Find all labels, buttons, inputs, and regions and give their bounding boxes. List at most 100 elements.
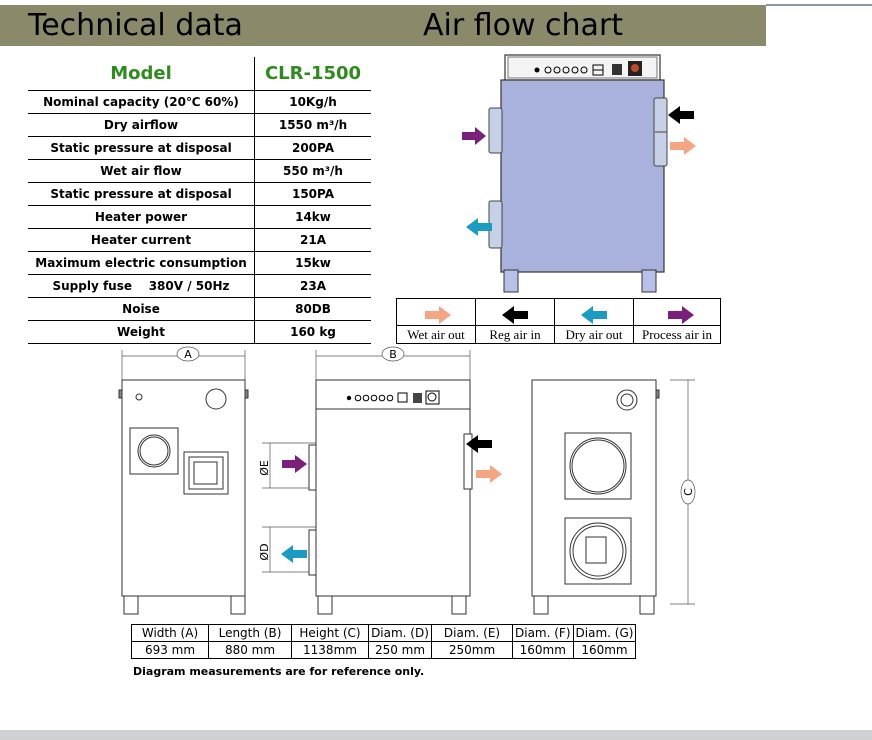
footer-bar	[0, 730, 872, 740]
airflow-legend: Wet air out Reg air in Dry air out Proce…	[396, 298, 721, 344]
dim-value: 160mm	[512, 641, 574, 659]
legend-label: Dry air out	[554, 325, 634, 344]
dim-value: 1138mm	[291, 641, 369, 659]
side-top-cap	[315, 379, 471, 410]
process-air-in-arrow	[462, 127, 486, 145]
spec-value: 200PA	[254, 136, 371, 160]
spec-value: 80DB	[254, 297, 371, 321]
dim-value: 693 mm	[131, 641, 209, 659]
side-reg-port	[463, 433, 473, 490]
spec-table-head: Model CLR-1500	[28, 57, 371, 91]
rear-fan	[616, 389, 638, 411]
spec-row: Nominal capacity (20℃ 60%)10Kg/h	[28, 90, 371, 114]
spec-value: 15kw	[254, 251, 371, 275]
spec-value: 160 kg	[254, 320, 371, 344]
spec-value: 1550 m³/h	[254, 113, 371, 137]
legend-label: Process air in	[633, 325, 721, 344]
dim-value: 160mm	[572, 641, 637, 659]
rear-lower-port	[564, 517, 632, 585]
unit-leg	[641, 269, 657, 293]
spec-value: 550 m³/h	[254, 159, 371, 183]
label-c-bubble	[680, 479, 696, 505]
model-label: Model	[28, 57, 255, 91]
label-d: ØD	[258, 543, 271, 560]
dim-header: Diam. (F)	[512, 624, 574, 642]
side-reg-air-arrow	[466, 435, 492, 453]
spec-label: Heater current	[28, 228, 255, 252]
side-dry-port	[308, 529, 317, 576]
side-body	[315, 408, 471, 597]
dim-header: Diam. (D)	[368, 624, 432, 642]
label-e: ØE	[258, 460, 271, 476]
spec-label: Supply fuse 380V / 50Hz	[28, 274, 255, 298]
reference-note: Diagram measurements are for reference o…	[133, 665, 425, 678]
dim-header: Length (B)	[208, 624, 292, 642]
side-control-panel	[346, 390, 440, 405]
technical-data-heading: Technical data	[0, 5, 380, 46]
label-b-bubble	[381, 346, 405, 362]
spec-label: Maximum electric consumption	[28, 251, 255, 275]
spec-label: Heater power	[28, 205, 255, 229]
front-view-drawing	[118, 379, 249, 615]
spec-label: Noise	[28, 297, 255, 321]
air-flow-chart-heading: Air flow chart	[380, 5, 766, 46]
rear-view-drawing	[531, 379, 660, 615]
dim-header: Height (C)	[291, 624, 369, 642]
spec-label: Nominal capacity (20℃ 60%)	[28, 90, 255, 114]
model-value: CLR-1500	[254, 57, 371, 91]
side-process-port	[308, 444, 317, 491]
spec-value: 21A	[254, 228, 371, 252]
spec-value: 150PA	[254, 182, 371, 206]
unit-body	[500, 79, 665, 273]
label-a: A	[184, 348, 192, 361]
spec-value: 10Kg/h	[254, 90, 371, 114]
side-dry-air-arrow	[281, 545, 307, 563]
dry-air-out-arrow	[466, 218, 492, 236]
dim-value: 250mm	[431, 641, 513, 659]
spec-label: Static pressure at disposal	[28, 136, 255, 160]
dim-value: 880 mm	[208, 641, 292, 659]
spec-value: 14kw	[254, 205, 371, 229]
label-c: C	[682, 488, 695, 496]
label-b: B	[389, 348, 397, 361]
dim-header: Diam. (E)	[431, 624, 513, 642]
process-inlet-port	[488, 107, 503, 154]
side-wet-air-arrow	[476, 465, 502, 483]
side-process-air-arrow	[282, 455, 307, 473]
legend-cell	[396, 298, 476, 326]
spec-value: 23A	[254, 274, 371, 298]
legend-cell	[554, 298, 634, 326]
dimensions-header-row: Width (A) Length (B) Height (C) Diam. (D…	[131, 624, 637, 642]
legend-cell	[633, 298, 721, 326]
dim-header: Diam. (G)	[572, 624, 637, 642]
technical-spec-table: Model CLR-1500 Nominal capacity (20℃ 60%…	[28, 57, 371, 344]
spec-label: Wet air flow	[28, 159, 255, 183]
rear-upper-port	[564, 432, 632, 500]
reg-air-in-arrow	[668, 106, 694, 124]
unit-leg	[503, 269, 519, 293]
dim-value: 250 mm	[368, 641, 432, 659]
airflow-unit-drawing	[462, 54, 696, 293]
label-a-bubble	[176, 346, 200, 362]
dimensions-value-row: 693 mm 880 mm 1138mm 250 mm 250mm 160mm …	[131, 641, 637, 659]
spec-label: Weight	[28, 320, 255, 344]
front-port-f	[183, 451, 229, 495]
spec-label: Dry airflow	[28, 113, 255, 137]
side-view-drawing	[308, 379, 473, 615]
header-rule	[766, 4, 872, 6]
dim-header: Width (A)	[131, 624, 209, 642]
dimensions-table: Width (A) Length (B) Height (C) Diam. (D…	[131, 624, 637, 659]
control-panel-buttons	[534, 61, 642, 76]
wet-air-out-arrow	[670, 137, 696, 155]
